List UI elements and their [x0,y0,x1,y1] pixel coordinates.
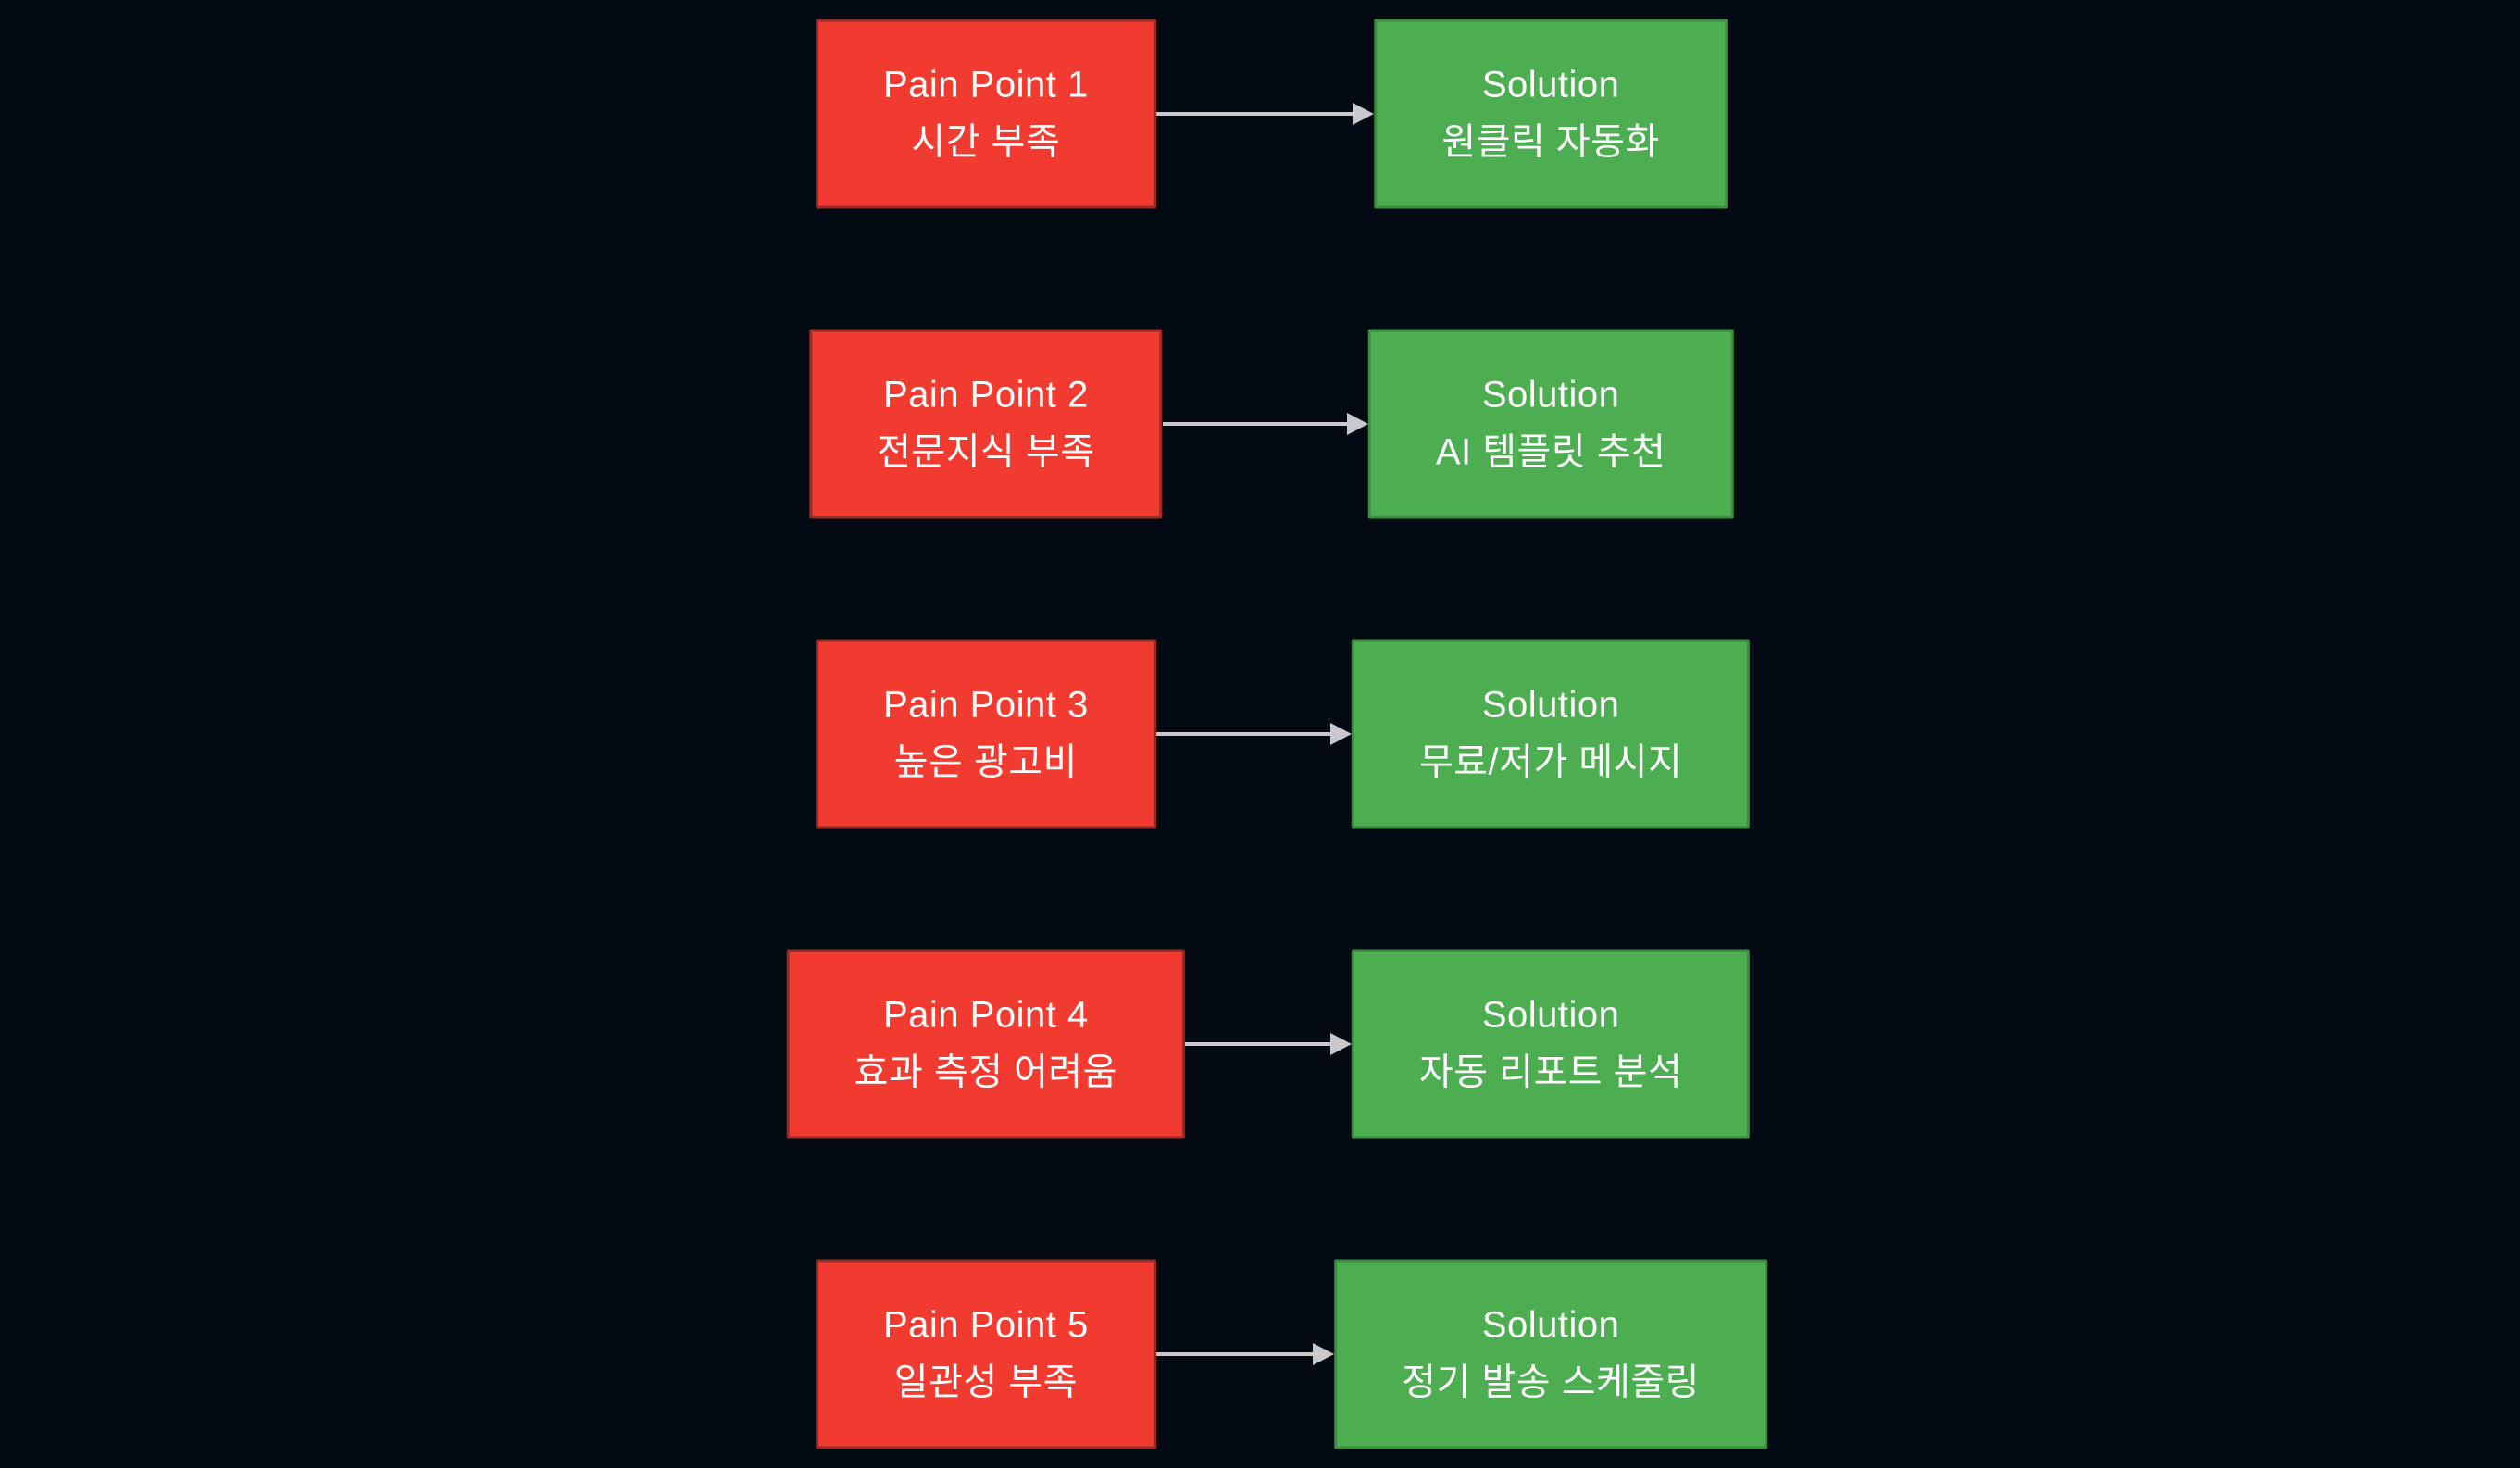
flow-row: Pain Point 5 일관성 부족 Solution 정기 발송 스케줄링 [0,1199,2520,1468]
flow-row: Pain Point 4 효과 측정 어려움 Solution 자동 리포트 분… [0,889,2520,1199]
flow-row: Pain Point 2 전문지식 부족 Solution AI 템플릿 추천 [0,268,2520,578]
solution-subtitle: 자동 리포트 분석 [1418,1051,1683,1093]
flow-row: Pain Point 1 시간 부족 Solution 원클릭 자동화 [0,0,2520,268]
pain-point-title: Pain Point 4 [882,994,1089,1036]
solution-subtitle: 원클릭 자동화 [1441,121,1660,163]
pain-point-title: Pain Point 2 [882,374,1089,416]
solution-title: Solution [1481,1304,1620,1346]
solution-title: Solution [1481,374,1620,416]
pain-point-title: Pain Point 3 [882,684,1089,726]
flow-row: Pain Point 3 높은 광고비 Solution 무료/저가 메시지 [0,578,2520,889]
pain-point-subtitle: 전문지식 부족 [877,431,1095,473]
pain-point-subtitle: 일관성 부족 [893,1362,1078,1403]
pain-point-box: Pain Point 2 전문지식 부족 [809,329,1163,518]
pain-point-subtitle: 효과 측정 어려움 [854,1051,1118,1093]
arrow-head [1313,1342,1335,1365]
solution-title: Solution [1481,64,1620,106]
solution-subtitle: 무료/저가 메시지 [1418,741,1683,783]
pain-point-box: Pain Point 5 일관성 부족 [815,1259,1156,1449]
pain-point-box: Pain Point 3 높은 광고비 [815,639,1156,828]
arrow-head [1329,1032,1352,1055]
arrow-right-icon [1155,102,1375,126]
arrow-shaft [1162,421,1354,426]
arrow-head [1353,102,1375,125]
arrow-right-icon [1162,412,1368,436]
arrow-shaft [1155,111,1360,116]
arrow-right-icon [1185,1032,1352,1056]
arrow-shaft [1155,1351,1320,1356]
pain-point-subtitle: 시간 부족 [911,121,1061,163]
pain-point-box: Pain Point 1 시간 부족 [815,19,1156,208]
arrow-head [1329,722,1352,745]
solution-subtitle: AI 템플릿 추천 [1435,431,1666,473]
solution-box: Solution 자동 리포트 분석 [1351,949,1751,1138]
arrow-head [1346,412,1368,435]
pain-point-box: Pain Point 4 효과 측정 어려움 [786,949,1186,1138]
solution-subtitle: 정기 발송 스케줄링 [1402,1362,1700,1403]
solution-box: Solution 원클릭 자동화 [1374,19,1728,208]
solution-box: Solution AI 템플릿 추천 [1367,329,1734,518]
pain-point-title: Pain Point 1 [882,64,1089,106]
pain-point-subtitle: 높은 광고비 [893,741,1078,783]
pain-point-title: Pain Point 5 [882,1304,1089,1346]
arrow-shaft [1155,731,1337,736]
arrow-right-icon [1155,1342,1335,1366]
arrow-shaft [1185,1041,1337,1046]
solution-box: Solution 무료/저가 메시지 [1351,639,1751,828]
arrow-right-icon [1155,722,1352,746]
solution-box: Solution 정기 발송 스케줄링 [1334,1259,1767,1449]
solution-title: Solution [1481,994,1620,1036]
solution-title: Solution [1481,684,1620,726]
